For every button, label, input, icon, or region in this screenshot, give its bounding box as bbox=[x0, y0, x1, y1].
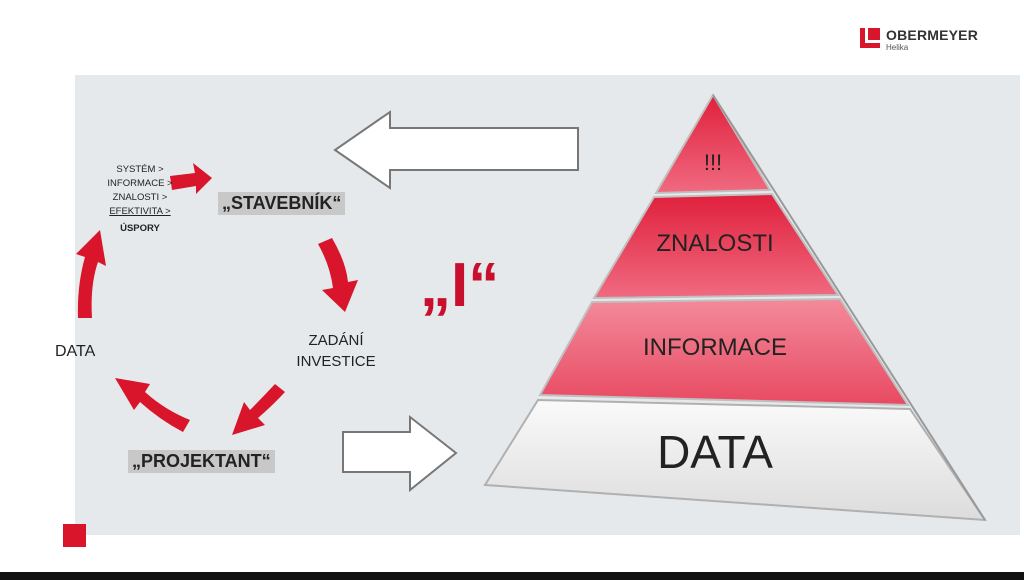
pyramid-edge bbox=[712, 94, 986, 521]
red-square-decoration bbox=[63, 524, 86, 547]
step-uspory: ÚSPORY bbox=[120, 223, 160, 234]
step-informace: INFORMACE > bbox=[107, 178, 173, 189]
label-data: DATA bbox=[55, 343, 96, 360]
cycle-steps: SYSTÉM > INFORMACE > ZNALOSTI > EFEKTIVI… bbox=[85, 163, 195, 236]
hollow-arrow-right-icon bbox=[342, 414, 458, 493]
red-arrow-icon bbox=[232, 384, 285, 435]
label-stavebnik: „STAVEBNÍK“ bbox=[218, 192, 346, 215]
bottom-bar bbox=[0, 572, 1024, 580]
pyramid-level-znalosti bbox=[592, 192, 840, 300]
step-efektivita: EFEKTIVITA > bbox=[109, 206, 171, 217]
logo-mark-icon bbox=[860, 28, 880, 48]
logo-name: OBERMEYER bbox=[886, 27, 979, 43]
pyramid-label-data: DATA bbox=[657, 426, 773, 478]
logo-subtitle: Helika bbox=[886, 43, 909, 52]
label-projektant: „PROJEKTANT“ bbox=[128, 450, 275, 473]
hollow-arrow-left-icon bbox=[333, 110, 579, 190]
quote-i: „I“ bbox=[420, 251, 500, 320]
step-system: SYSTÉM > bbox=[116, 164, 164, 175]
pyramid-level-top bbox=[654, 93, 772, 195]
red-arrow-icon bbox=[318, 238, 358, 312]
red-arrow-icon bbox=[76, 230, 106, 318]
pyramid-label-znalosti: ZNALOSTI bbox=[656, 230, 774, 257]
step-znalosti: ZNALOSTI > bbox=[112, 192, 168, 203]
pyramid-level-informace bbox=[538, 297, 910, 407]
red-arrow-icon bbox=[115, 378, 190, 432]
red-arrow-icon bbox=[170, 163, 212, 194]
pyramid-label-top: !!! bbox=[703, 150, 723, 175]
pyramid-label-informace: INFORMACE bbox=[643, 334, 787, 361]
